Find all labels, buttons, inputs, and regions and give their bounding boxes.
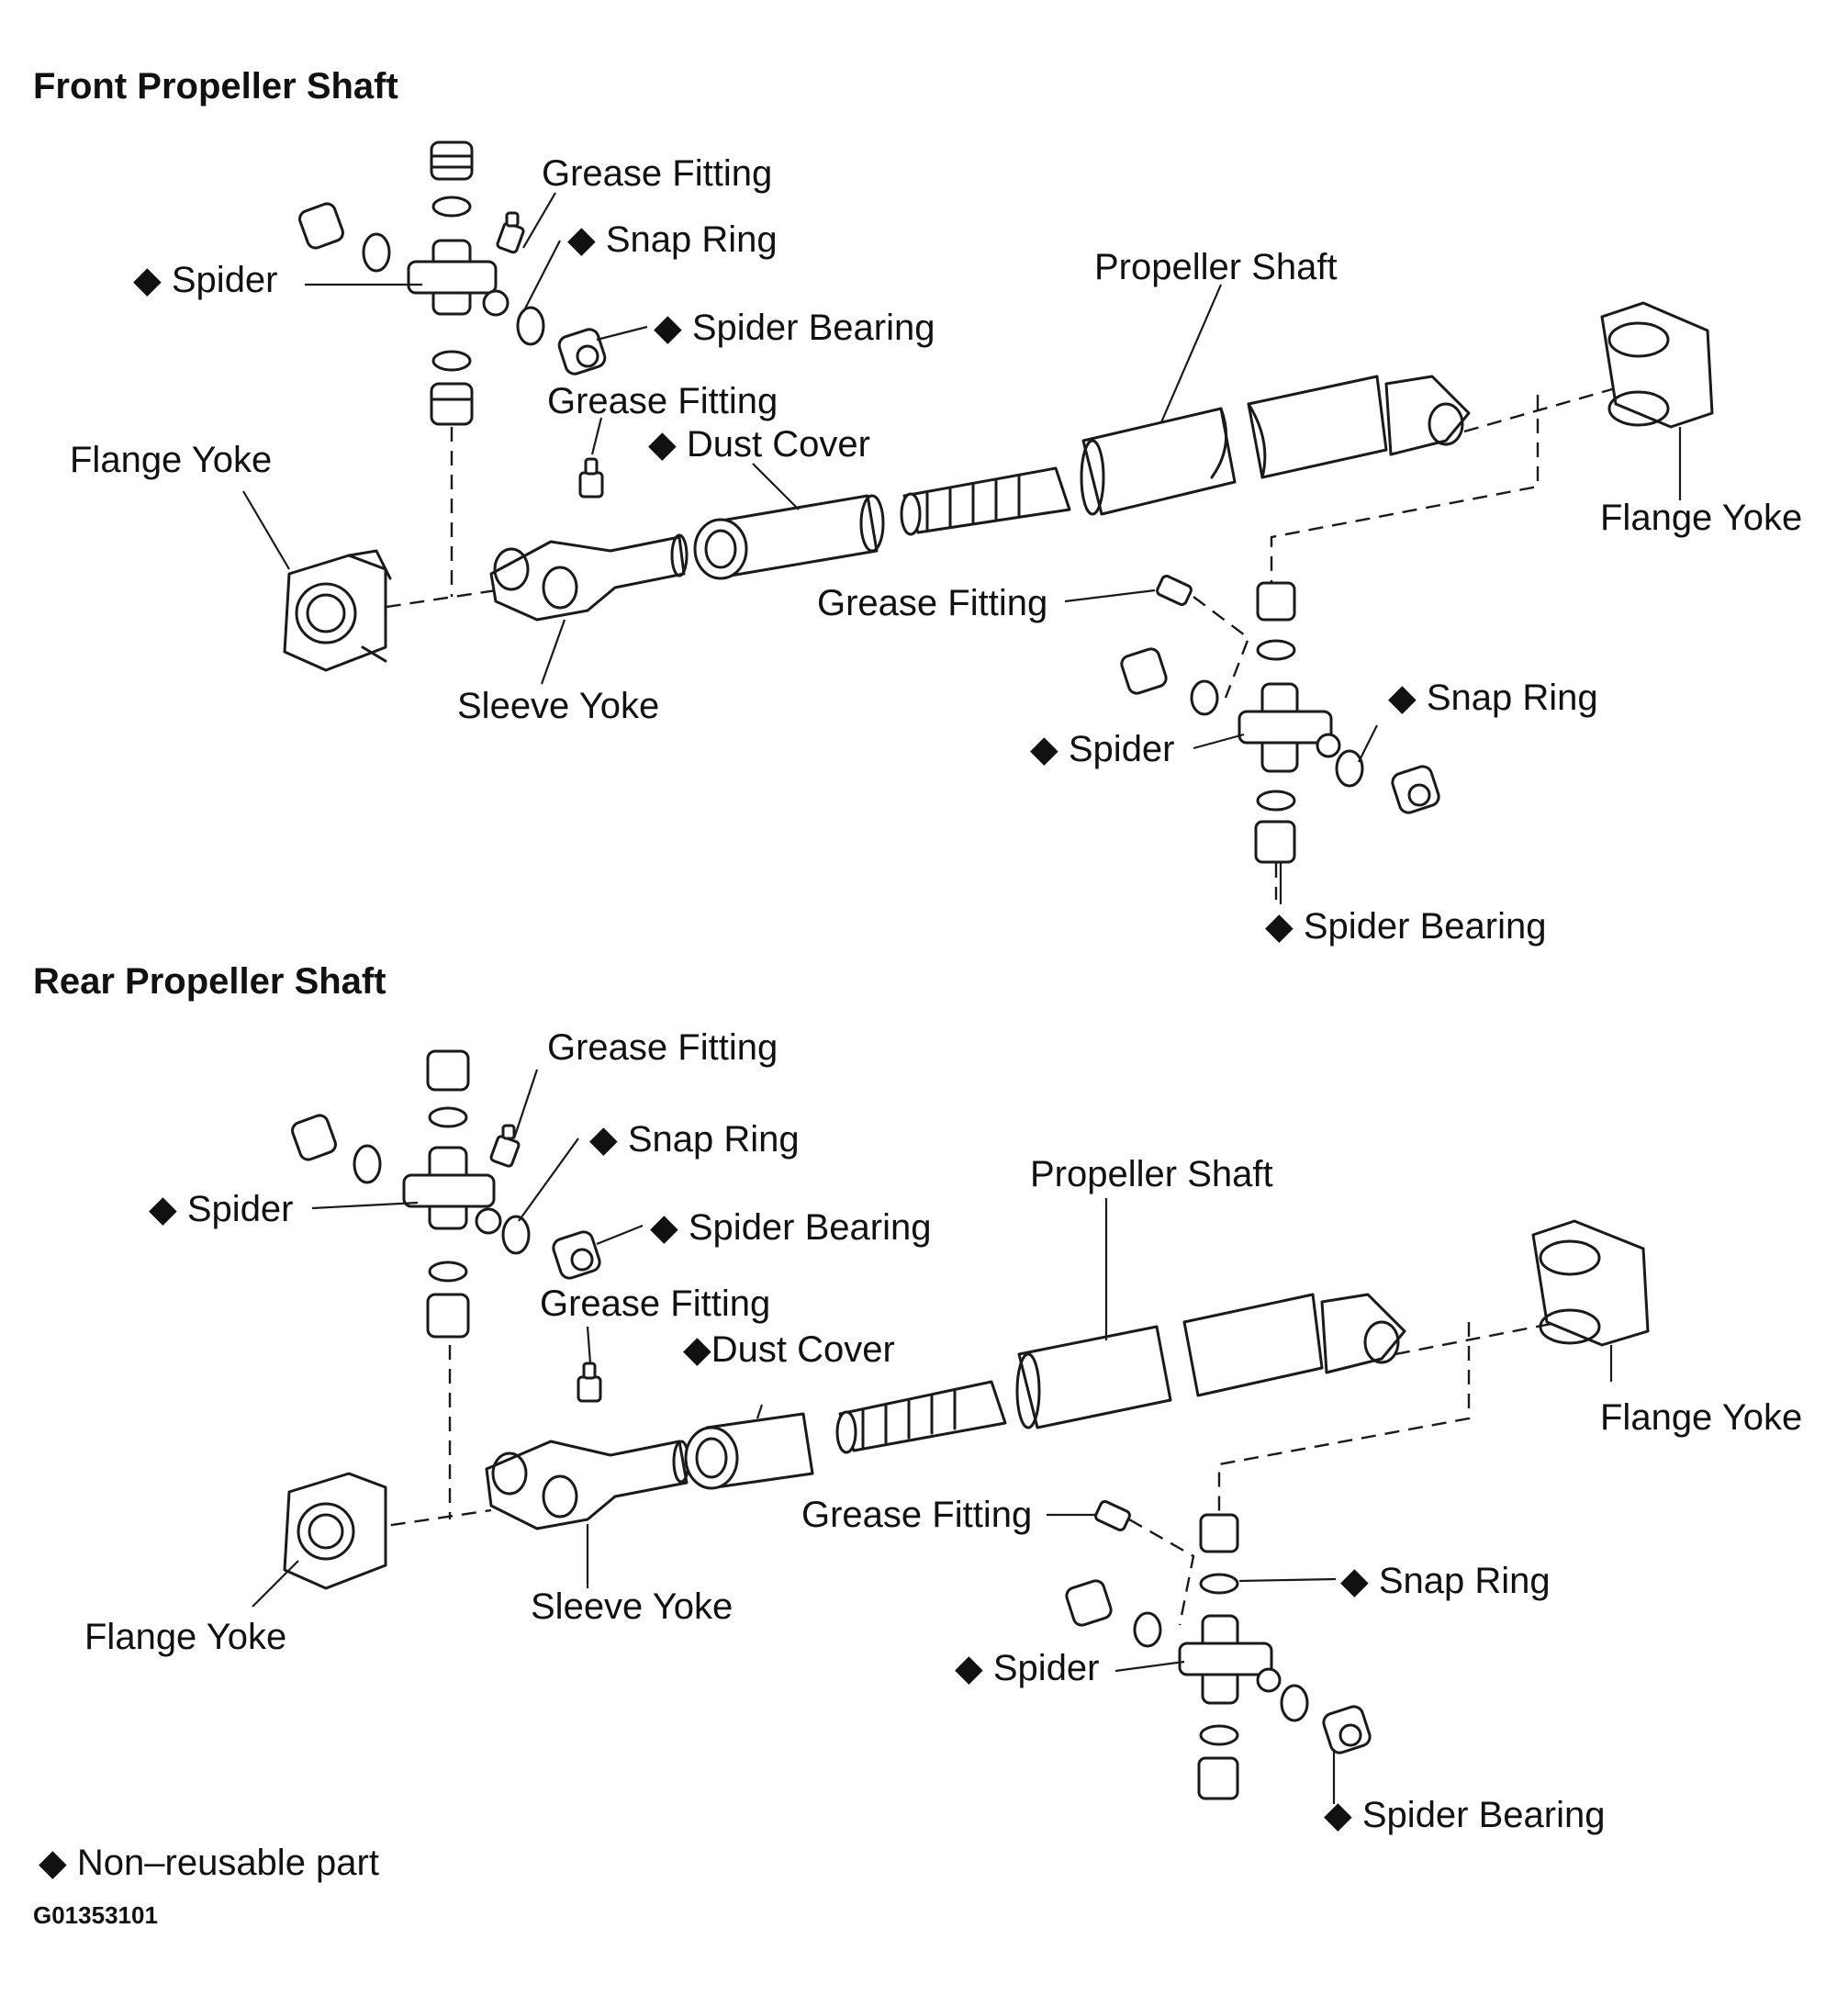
spider-bearing-bottom [426,1293,470,1339]
legend-non-reusable: ◆ Non–reusable part [39,1843,379,1883]
grease-fitting-sleeve [577,1362,602,1403]
spider-cross-rear [1178,1614,1282,1705]
spider-bearing-right [557,328,607,375]
snap-ring-left [362,232,391,273]
label-dust-cover: ◆ Dust Cover [648,424,870,465]
spider-bearing-rear-top [1256,581,1296,622]
label-flange-yoke-left: Flange Yoke [70,440,272,480]
snap-ring-rear-right [1280,1684,1309,1722]
flange-yoke-right [1600,301,1714,429]
snap-ring-rear-top [1199,1573,1239,1595]
grease-fitting-sleeve [578,457,604,499]
label-flange-yoke-right: Flange Yoke [1600,1397,1802,1438]
rear-assembly-guides [366,1320,1562,1626]
rear-section-title: Rear Propeller Shaft [33,961,386,1002]
label-spider-rear: ◆ Spider [1030,729,1175,769]
snap-ring-right [501,1215,531,1255]
label-grease-fitting-rear: Grease Fitting [817,583,1047,623]
spider-bearing-top [430,140,474,181]
snap-ring-rear-bottom [1256,790,1296,812]
snap-ring-top [428,1106,468,1128]
front-propeller-shaft-section: Front Propeller Shaft [33,66,1802,947]
label-grease-fitting-mid: Grease Fitting [547,381,778,421]
figure-code: G01353101 [33,1901,158,1929]
label-dust-cover: ◆Dust Cover [683,1329,895,1370]
label-spider-bearing-rear: ◆ Spider Bearing [1265,906,1546,947]
label-flange-yoke-right: Flange Yoke [1600,498,1802,538]
flange-yoke-left [283,1472,387,1590]
rear-propeller-shaft-section: Rear Propeller Shaft [33,961,1802,1835]
spider-bearing-rear-top [1199,1513,1239,1553]
label-propeller-shaft: Propeller Shaft [1030,1154,1273,1194]
snap-ring-left [353,1144,382,1184]
spider-bearing-rear-right [1391,765,1440,814]
label-propeller-shaft: Propeller Shaft [1094,247,1338,287]
spider-bearing-rear-left [1120,647,1168,695]
sleeve-yoke [489,533,689,622]
snap-ring-right [516,306,545,346]
propeller-shaft [900,375,1471,536]
label-spider: ◆ Spider [133,260,278,300]
snap-ring-rear-left [1133,1611,1162,1648]
front-spider-assembly [298,140,607,426]
snap-ring-rear-right [1335,749,1364,788]
label-grease-fitting-mid: Grease Fitting [540,1283,770,1324]
label-snap-ring-rear: ◆ Snap Ring [1340,1561,1551,1601]
spider-bearing-rear-bottom [1197,1756,1239,1800]
dust-cover [684,1412,814,1490]
flange-yoke-right [1531,1219,1650,1347]
spider-bearing-right [552,1230,601,1280]
spider-cross [402,1146,502,1235]
spider-bearing-left [291,1114,337,1161]
spider-bearing-left [298,202,344,250]
snap-ring-rear-top [1256,639,1296,661]
snap-ring-bottom [431,350,472,372]
label-spider-bearing: ◆ Spider Bearing [654,308,935,348]
spider-cross [407,239,510,317]
label-sleeve-yoke: Sleeve Yoke [531,1586,733,1627]
grease-fitting-top [496,211,525,254]
label-grease-fitting-top: Grease Fitting [547,1027,778,1068]
rear-rear-spider-assembly [1065,1499,1372,1800]
front-section-title: Front Propeller Shaft [33,66,398,106]
front-assembly-guides [362,384,1626,699]
label-snap-ring: ◆ Snap Ring [589,1119,800,1160]
label-spider-bearing: ◆ Spider Bearing [650,1207,931,1248]
rear-leader-lines [252,1069,1613,1804]
dust-cover [693,494,885,580]
spider-bearing-rear-left [1065,1579,1113,1627]
spider-bearing-bottom [430,382,474,426]
snap-ring-rear-left [1190,679,1219,716]
label-spider-rear: ◆ Spider [955,1648,1100,1688]
spider-bearing-top [426,1049,470,1092]
grease-fitting-top [489,1124,521,1168]
grease-fitting-rear [1094,1499,1131,1532]
grease-fitting-rear [1156,574,1193,607]
label-spider: ◆ Spider [149,1189,294,1229]
snap-ring-rear-bottom [1199,1724,1239,1746]
label-grease-fitting-rear: Grease Fitting [801,1495,1032,1535]
label-flange-yoke-left: Flange Yoke [84,1617,286,1657]
label-sleeve-yoke: Sleeve Yoke [457,686,659,726]
front-rear-spider-assembly [1120,574,1440,900]
spider-cross-rear [1238,682,1341,773]
spider-bearing-rear-right [1322,1705,1372,1754]
snap-ring-top [431,196,472,218]
front-leader-lines [242,192,1682,904]
sleeve-yoke [485,1440,690,1530]
spider-bearing-rear-bottom [1254,820,1296,864]
label-snap-ring-rear: ◆ Snap Ring [1388,678,1598,718]
propeller-shaft [835,1293,1406,1454]
rear-spider-assembly [291,1049,601,1339]
flange-yoke-left [283,549,392,672]
label-spider-bearing-rear: ◆ Spider Bearing [1324,1795,1605,1835]
label-snap-ring: ◆ Snap Ring [567,219,778,260]
label-grease-fitting-top: Grease Fitting [542,153,772,194]
snap-ring-bottom [428,1261,468,1283]
